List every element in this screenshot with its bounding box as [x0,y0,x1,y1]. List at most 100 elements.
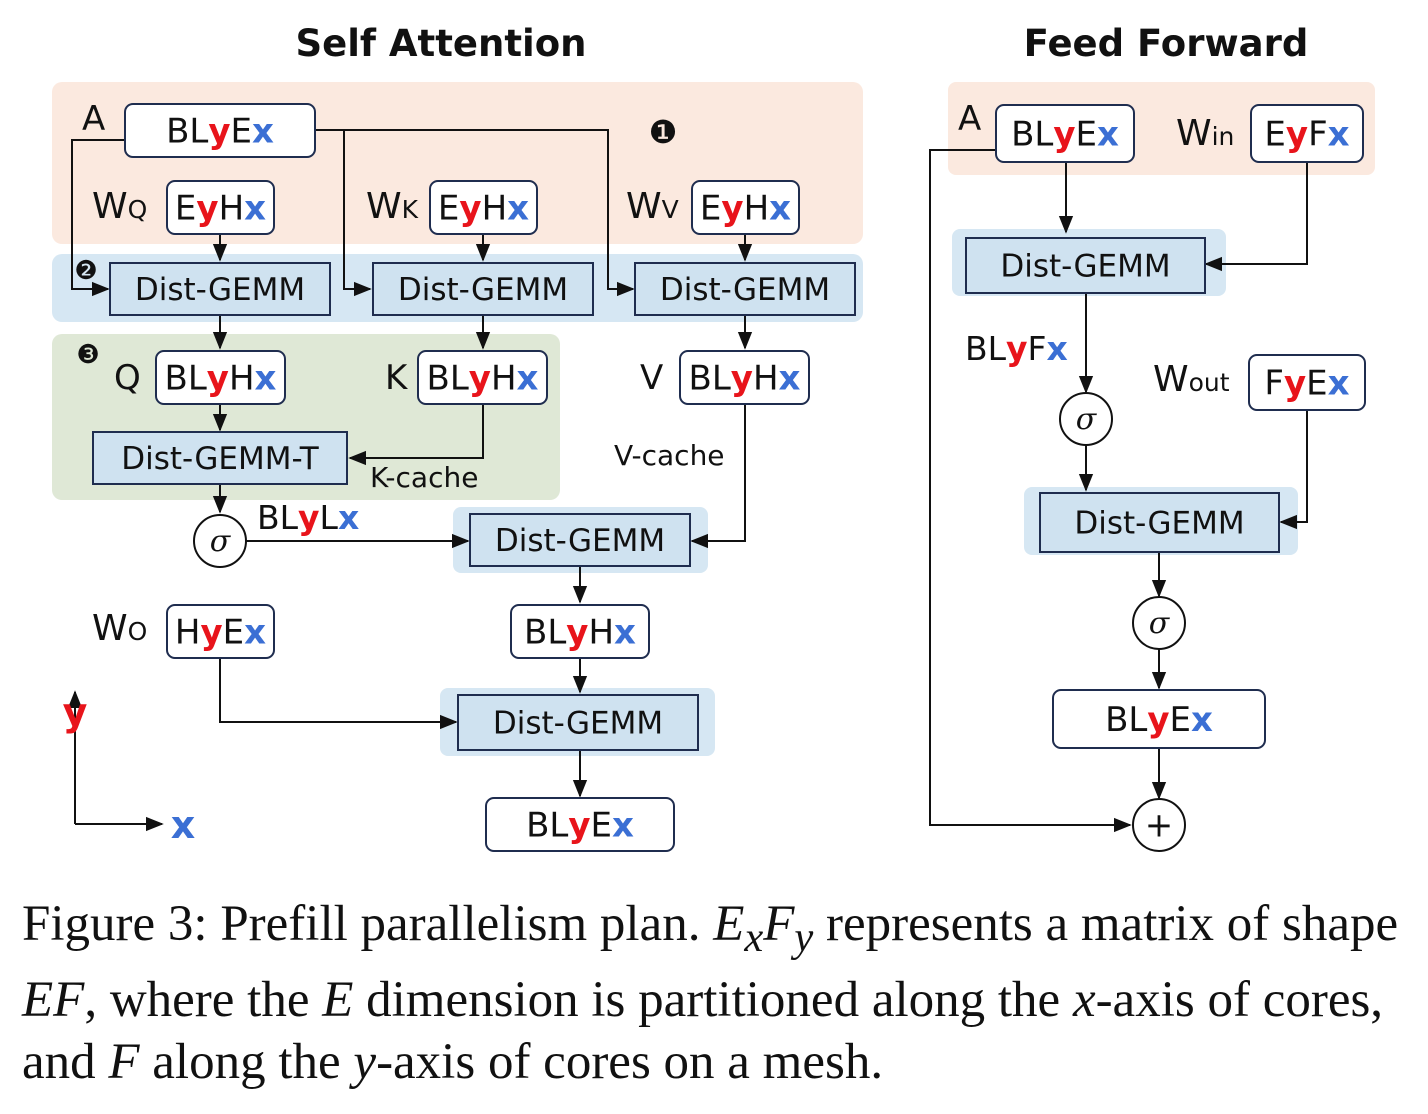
figure-stage: Self Attention Feed Forward ❶ ❷ ❸ [22,22,1398,1090]
tensor-dim: x [769,189,791,229]
tensor-dim: H [175,613,201,653]
self-attention-title: Self Attention [296,22,587,65]
gemm-t: Dist-GEMM-T [92,431,348,485]
tensor-dim: BL [165,359,207,399]
k-cache-label: K-cache [370,461,478,494]
gemm-k-label: Dist-GEMM [398,272,568,308]
ff-gemm-in: Dist-GEMM [965,237,1206,294]
k-label: K [385,358,409,398]
marker-1: ❶ [649,113,678,151]
ff-input-tensor-text: BLyEx [1011,115,1119,155]
gemm-k: Dist-GEMM [372,262,594,316]
tensor-dim: BL [1011,115,1053,155]
ff-gemm-out: Dist-GEMM [1039,492,1280,553]
tensor-dim: BL [965,329,1007,368]
gemm-t-label: Dist-GEMM-T [121,441,320,477]
v-label: V [640,358,663,398]
caption-math: F [108,1034,140,1091]
wo-tensor: HyEx [166,604,275,659]
tensor-dim: y [1006,329,1028,368]
k-tensor: BLyHx [417,350,548,405]
tensor-dim: E [1076,115,1097,155]
tensor-dim: y [731,359,753,399]
wv-tensor-text: EyHx [700,189,791,229]
caption-math: EF [22,972,85,1029]
x-axis-label: x [171,803,196,847]
tensor-dim: F [1308,115,1328,155]
residual-add: + [1132,798,1186,852]
gemm-v-frame [634,262,856,316]
gemm-q: Dist-GEMM [109,262,331,316]
ff-input-label: A [958,99,981,139]
weight-subscript: in [1212,122,1235,151]
caption-math: y [353,1034,377,1091]
gemm-v-label: Dist-GEMM [660,272,830,308]
q-tensor-frame [155,350,286,405]
v-tensor-text: BLyHx [689,359,801,399]
wo-label: WO [92,608,147,649]
tensor-dim: E [223,613,244,653]
softmax-sa: σ [193,514,247,568]
wk-label: WK [366,186,419,227]
ff-gemm-in-label: Dist-GEMM [1000,249,1170,285]
tensor-dim: y [1147,700,1169,740]
win-tensor-frame [1250,104,1364,163]
caption-math: y [794,914,814,962]
tensor-dim: E [438,189,459,229]
tensor-dim: x [255,359,277,399]
ff-output-tensor-frame [1052,689,1266,749]
sa-output-tensor-text: BLyEx [526,806,634,846]
weight-subscript: K [402,195,419,224]
tensor-dim: F [1028,329,1047,368]
sa-input-tensor: BLyEx [124,103,316,158]
tensor-dim: L [320,498,339,537]
attn-out-tensor: BLyHx [510,604,650,659]
ff-input-tensor-frame [995,104,1135,163]
caption-part: represents a matrix of shape [813,896,1399,952]
gemm-q-label: Dist-GEMM [135,272,305,308]
tensor-dim: H [219,189,245,229]
ff-mid-tensor-label: BLyFx [965,329,1068,368]
activation-ff-1-circle [1059,392,1113,446]
weight-subscript: V [662,195,679,224]
gemm-attn-label: Dist-GEMM [495,523,665,559]
tensor-dim: BL [427,359,469,399]
activation-ff-2: σ [1132,596,1186,650]
tensor-dim: BL [689,359,731,399]
tensor-dim: x [244,613,266,653]
attn-out-tensor-text: BLyHx [524,613,636,653]
k-tensor-text: BLyHx [427,359,539,399]
tensor-dim: y [469,359,491,399]
tensor-dim: E [1264,115,1285,155]
tensor-dim: y [298,498,320,537]
wv-tensor: EyHx [691,180,800,235]
tensor-dim: x [779,359,801,399]
figure-caption: Figure 3: Prefill parallelism plan. ExFy… [22,893,1417,1093]
v-tensor-frame [679,350,810,405]
wo-tensor-frame [166,604,275,659]
tensor-dim: E [231,112,252,152]
wout-label: Wout [1153,359,1230,400]
ff-gemm-out-frame [1039,492,1280,553]
tensor-dim: x [1328,364,1350,404]
caption-math: F [763,896,795,952]
caption-math: E [713,896,745,952]
v-tensor: BLyHx [679,350,810,405]
ff-input-tensor: BLyEx [995,104,1135,163]
weight-letter: W [1153,359,1189,400]
tensor-dim: x [1047,329,1068,368]
tensor-dim: E [591,806,612,846]
tensor-dim: x [612,806,634,846]
tensor-dim: y [566,613,588,653]
gemm-q-frame [109,262,331,316]
wo-tensor-text: HyEx [175,613,266,653]
gemm-attn-frame [469,513,691,567]
gemm-out-frame [457,694,699,751]
tensor-dim: x [1097,115,1119,155]
tensor-dim: y [459,189,481,229]
wout-tensor-text: FyEx [1264,364,1349,404]
wv-tensor-frame [691,180,800,235]
tensor-dim: F [1264,364,1284,404]
gemm-k-frame [372,262,594,316]
